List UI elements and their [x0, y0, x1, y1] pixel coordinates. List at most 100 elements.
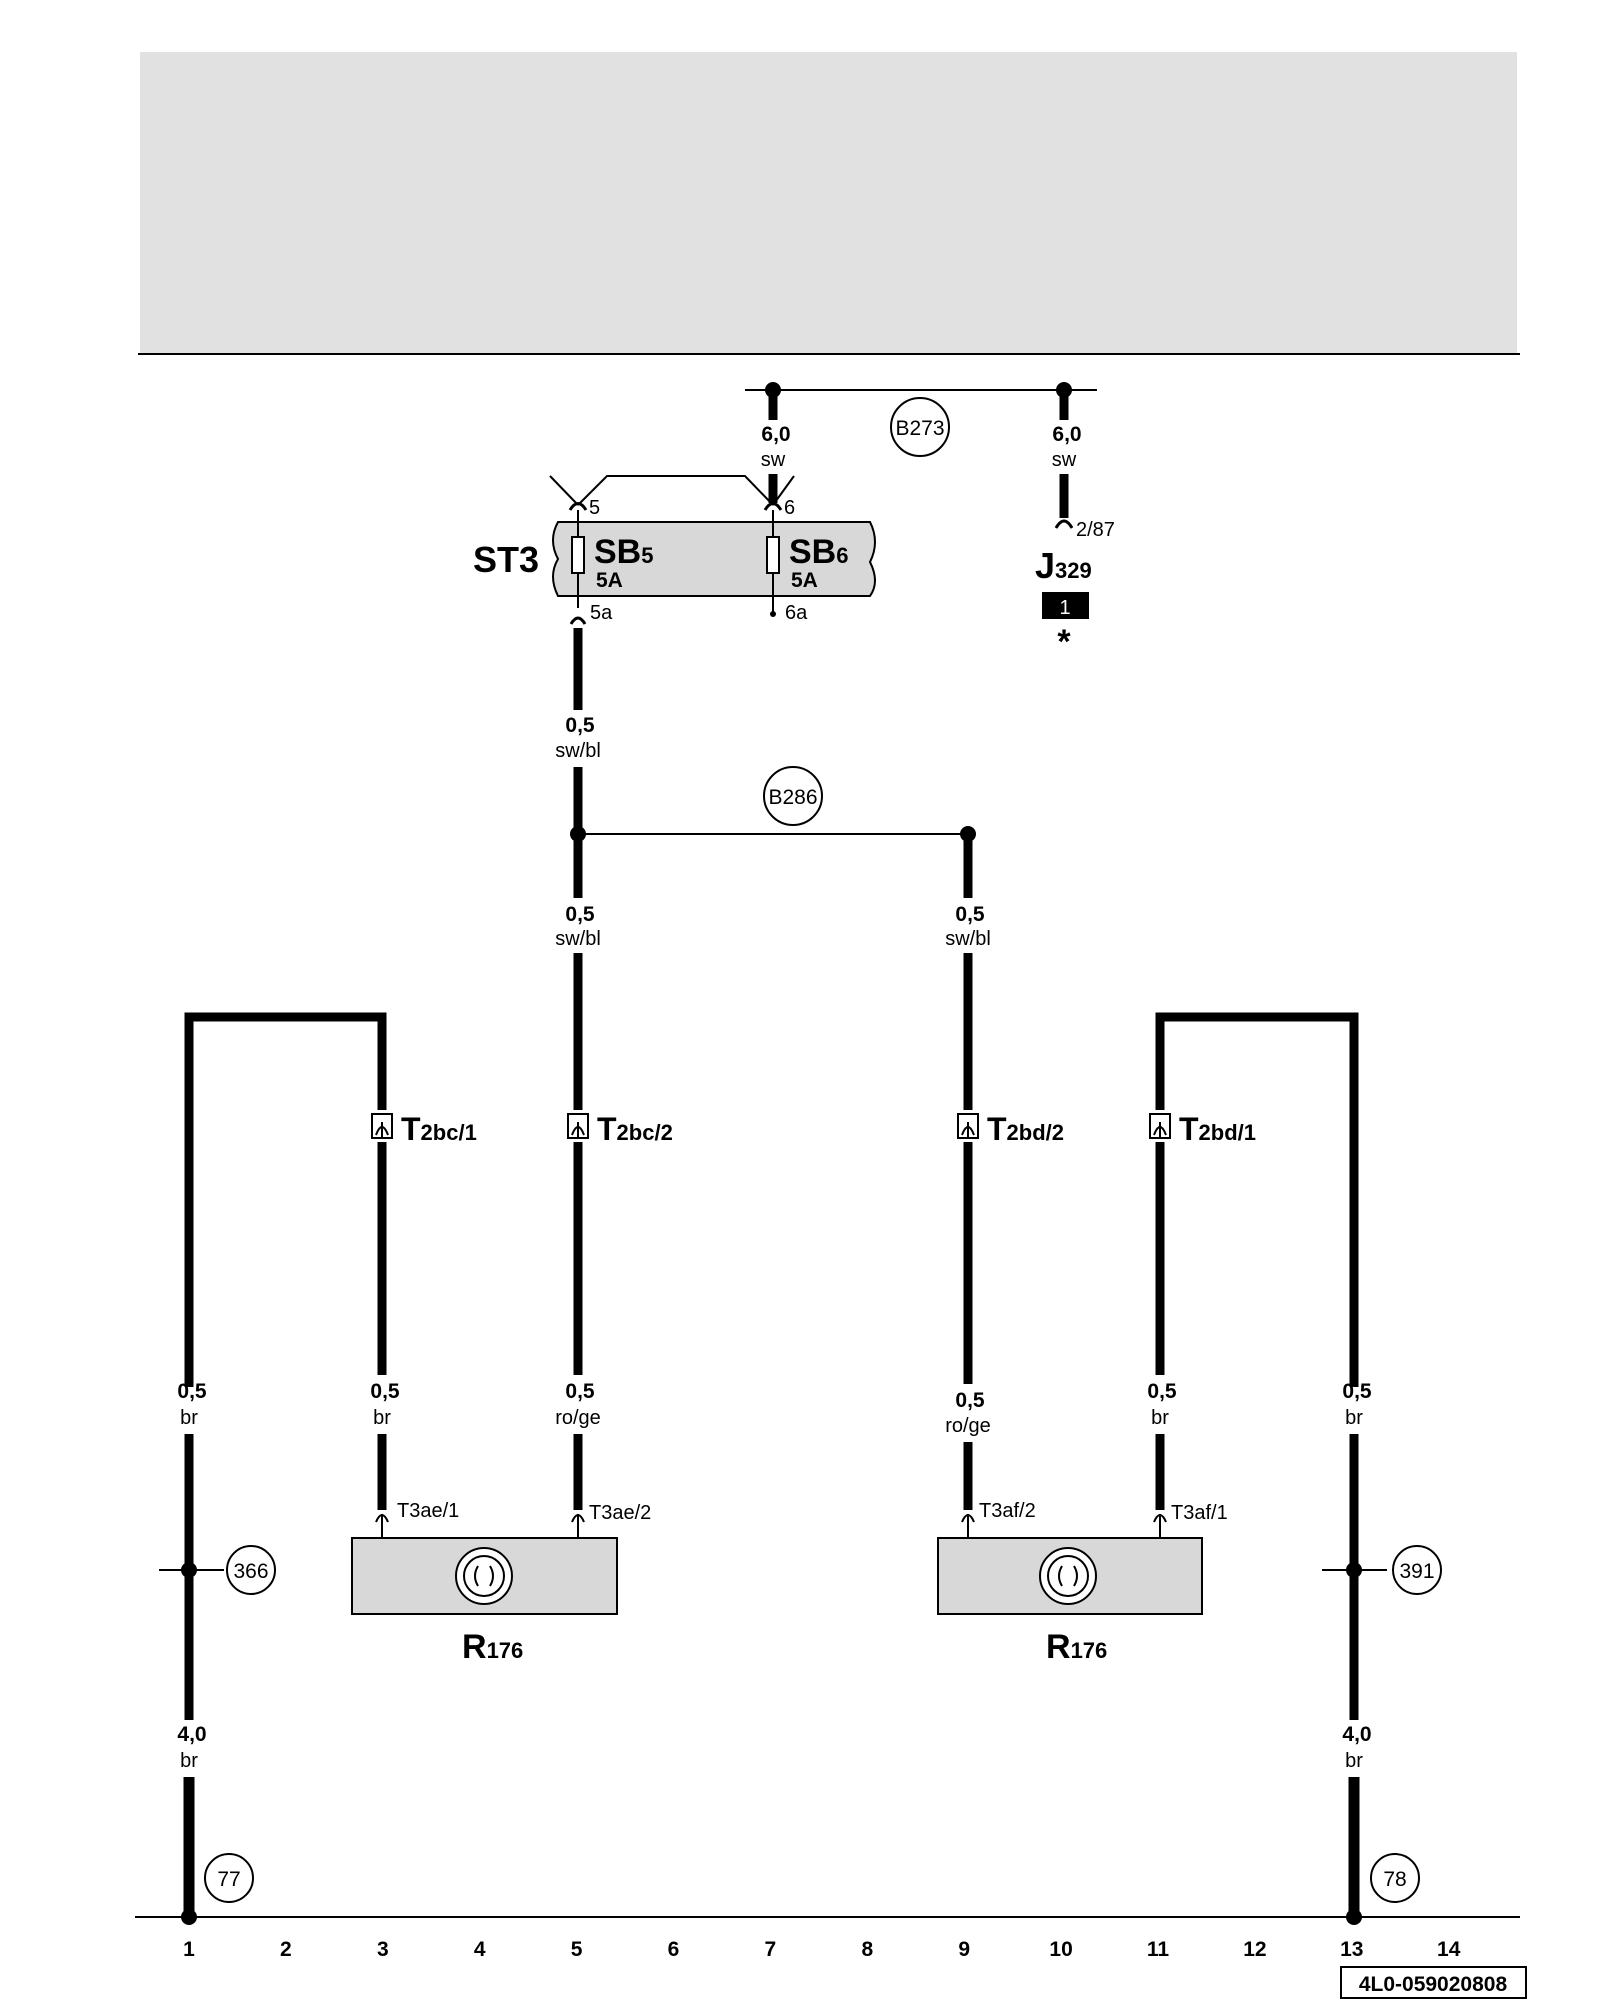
column-number: 5 — [571, 1938, 583, 1961]
wire-branch-left-gauge: 0,5 — [565, 903, 595, 926]
column-number: 13 — [1340, 1938, 1363, 1961]
fuse5-out-arrow — [569, 616, 587, 625]
component-r176-right — [937, 1537, 1203, 1615]
bus-b273-marker — [890, 397, 950, 457]
pin-t3ae2: T3ae/2 — [571, 1502, 651, 1538]
fuse5-in-arrow — [568, 502, 588, 511]
doc-id-box — [1340, 1966, 1527, 1999]
connector-t2bd1: T2bd/1 — [1149, 1111, 1256, 1147]
wire-supply-color: sw/bl — [555, 740, 601, 762]
wire-col5-color: ro/ge — [555, 1407, 601, 1429]
fuse-bridge-right — [772, 475, 795, 506]
bus-b286-marker — [763, 766, 823, 826]
fuse6-label: SB6 — [789, 533, 848, 571]
relay-label: J329 — [1035, 545, 1092, 586]
column-number: 10 — [1049, 1938, 1072, 1961]
wire-col11-gauge: 0,5 — [1147, 1380, 1177, 1403]
relay-pin-label: 2/87 — [1076, 519, 1115, 541]
svg-text:T3af/1: T3af/1 — [1171, 1502, 1228, 1524]
bus-b286-label: B286 — [768, 786, 817, 809]
column-number: 14 — [1437, 1938, 1461, 1961]
header-panel — [140, 52, 1517, 354]
fuse5-label: SB5 — [594, 533, 653, 571]
ref-391-label: 391 — [1399, 1560, 1434, 1583]
wire-col3-gauge: 0,5 — [370, 1380, 400, 1403]
fuse-bridge — [549, 475, 579, 506]
ground-wire-left-color: br — [180, 1750, 198, 1772]
fuse6-element — [766, 536, 780, 574]
svg-text:T3af/2: T3af/2 — [979, 1500, 1036, 1522]
wire-col9-color: ro/ge — [945, 1415, 991, 1437]
wire-col1-color: br — [180, 1407, 198, 1429]
wire-branch-left-color: sw/bl — [555, 928, 601, 950]
column-number: 1 — [183, 1938, 195, 1961]
fuse-bridge-top — [577, 475, 774, 506]
bus-b273-label: B273 — [895, 417, 944, 440]
column-number: 3 — [377, 1938, 389, 1961]
fuse-panel — [552, 521, 876, 597]
column-number: 12 — [1243, 1938, 1266, 1961]
svg-text:T2bc/2: T2bc/2 — [597, 1111, 673, 1147]
component-r176-left — [351, 1537, 618, 1615]
loop-left — [184, 1012, 387, 1387]
ground-77-marker — [204, 1853, 254, 1903]
wire-top-left-color: sw — [761, 449, 786, 471]
wire-supply-gauge: 0,5 — [565, 714, 595, 737]
connector-t2bc1: T2bc/1 — [371, 1111, 477, 1147]
wire-branch-right-color: sw/bl — [945, 928, 991, 950]
column-number: 2 — [280, 1938, 292, 1961]
ground-77-label: 77 — [217, 1868, 240, 1891]
column-number: 7 — [765, 1938, 777, 1961]
component-r176-left-label: R176 — [462, 1628, 523, 1666]
wire-branch-right-gauge: 0,5 — [955, 903, 985, 926]
pin-t3af1: T3af/1 — [1153, 1502, 1228, 1538]
column-number: 11 — [1147, 1938, 1170, 1961]
svg-text:T2bd/2: T2bd/2 — [987, 1111, 1064, 1147]
ground-wire-right-color: br — [1345, 1750, 1363, 1772]
loop-right — [1155, 1012, 1359, 1387]
ground-wire-right-gauge: 4,0 — [1342, 1723, 1371, 1746]
wire-col1-gauge: 0,5 — [177, 1380, 207, 1403]
fuse6-rating: 5A — [791, 569, 818, 592]
ref-366-label: 366 — [233, 1560, 268, 1583]
fuse5-out-pin: 5a — [590, 602, 613, 624]
ref-366-marker — [226, 1545, 276, 1595]
wire-col13-gauge: 0,5 — [1342, 1380, 1372, 1403]
fuse5-element — [571, 536, 585, 574]
column-number: 6 — [668, 1938, 680, 1961]
pin-t3ae1: T3ae/1 — [375, 1500, 459, 1538]
wire-col11-color: br — [1151, 1407, 1169, 1429]
doc-id: 4L0-059020808 — [1359, 1973, 1508, 1996]
wire-top-left-gauge: 6,0 — [761, 423, 790, 446]
ground-78-label: 78 — [1383, 1868, 1406, 1891]
wire-col3-color: br — [373, 1407, 391, 1429]
pin-t3af2: T3af/2 — [961, 1500, 1036, 1538]
fuse6-in-pin: 6 — [784, 497, 795, 519]
fuse5-in-pin: 5 — [589, 497, 600, 519]
fuse6-out-stub — [770, 611, 776, 617]
svg-text:T2bc/1: T2bc/1 — [401, 1111, 477, 1147]
svg-text:T3ae/1: T3ae/1 — [397, 1500, 459, 1522]
fuse6-out-pin: 6a — [785, 602, 808, 624]
ref-391-node — [1346, 1562, 1362, 1578]
column-number: 4 — [474, 1938, 486, 1961]
ref-391-marker — [1392, 1545, 1442, 1595]
wire-col5-gauge: 0,5 — [565, 1380, 595, 1403]
connector-t2bd2: T2bd/2 — [957, 1111, 1064, 1147]
fuse6-in-arrow — [763, 502, 783, 511]
relay-asterisk: * — [1057, 623, 1071, 661]
svg-text:T2bd/1: T2bd/1 — [1179, 1111, 1256, 1147]
ground-wire-left-gauge: 4,0 — [177, 1723, 206, 1746]
ground-78-marker — [1370, 1853, 1420, 1903]
wire-col13-color: br — [1345, 1407, 1363, 1429]
svg-text:T3ae/2: T3ae/2 — [589, 1502, 651, 1524]
relay-pin-arrow — [1054, 519, 1074, 529]
wire-top-right-color: sw — [1052, 449, 1077, 471]
relay-box-label: 1 — [1059, 597, 1070, 619]
component-r176-right-label: R176 — [1046, 1628, 1107, 1666]
relay-box — [1042, 592, 1089, 619]
wire-top-right-gauge: 6,0 — [1052, 423, 1081, 446]
fuse-panel-label: ST3 — [473, 539, 539, 580]
wire-col9-gauge: 0,5 — [955, 1389, 985, 1412]
